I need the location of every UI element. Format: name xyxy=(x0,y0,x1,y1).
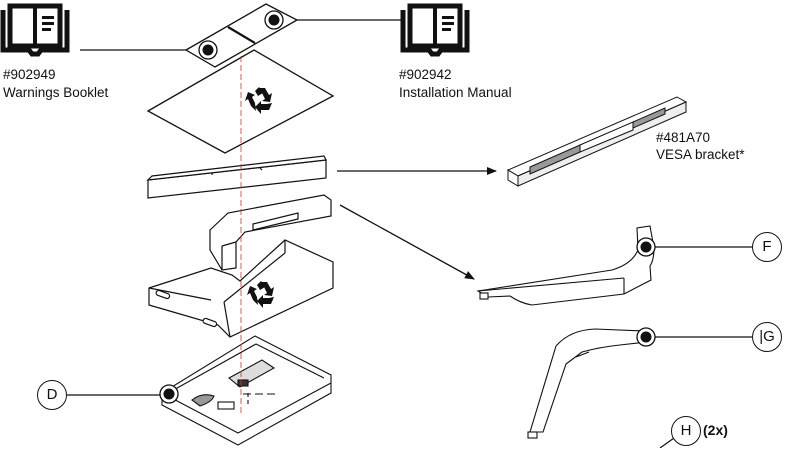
callout-F: F xyxy=(752,232,782,262)
callout-G: |G xyxy=(752,322,782,352)
leg-G xyxy=(527,328,647,439)
legs-arrow xyxy=(339,204,475,280)
warnings-booklet-part-number: #902949 xyxy=(3,67,56,82)
recyclable-cardboard-sheet xyxy=(146,49,335,154)
callout-H: H xyxy=(671,416,701,446)
installation-manual-part-number: #902942 xyxy=(399,67,452,82)
callout-D: D xyxy=(37,380,67,410)
leader-line-H xyxy=(659,437,675,449)
fastener-dot-icon xyxy=(636,327,656,347)
base-frame-chassis xyxy=(161,335,332,446)
fastener-dot-icon xyxy=(264,10,284,30)
cardboard-tray xyxy=(148,239,334,338)
vesa-bracket-name: VESA bracket* xyxy=(656,147,745,162)
leg-F xyxy=(476,225,655,306)
vesa-bracket xyxy=(506,96,688,187)
installation-manual-book-icon xyxy=(403,6,467,54)
fastener-dot-icon xyxy=(636,237,656,257)
callout-H-quantity: (2x) xyxy=(703,422,728,438)
warnings-booklet-book-icon xyxy=(3,6,67,54)
vesa-bracket-part-number: #481A70 xyxy=(656,130,711,145)
fastener-dot-icon xyxy=(159,384,179,404)
fastener-dot-icon xyxy=(198,40,218,60)
foam-corner-block xyxy=(209,194,332,271)
foam-bar-top xyxy=(146,155,327,199)
warnings-booklet-name: Warnings Booklet xyxy=(3,85,109,100)
installation-manual-name: Installation Manual xyxy=(399,85,512,100)
